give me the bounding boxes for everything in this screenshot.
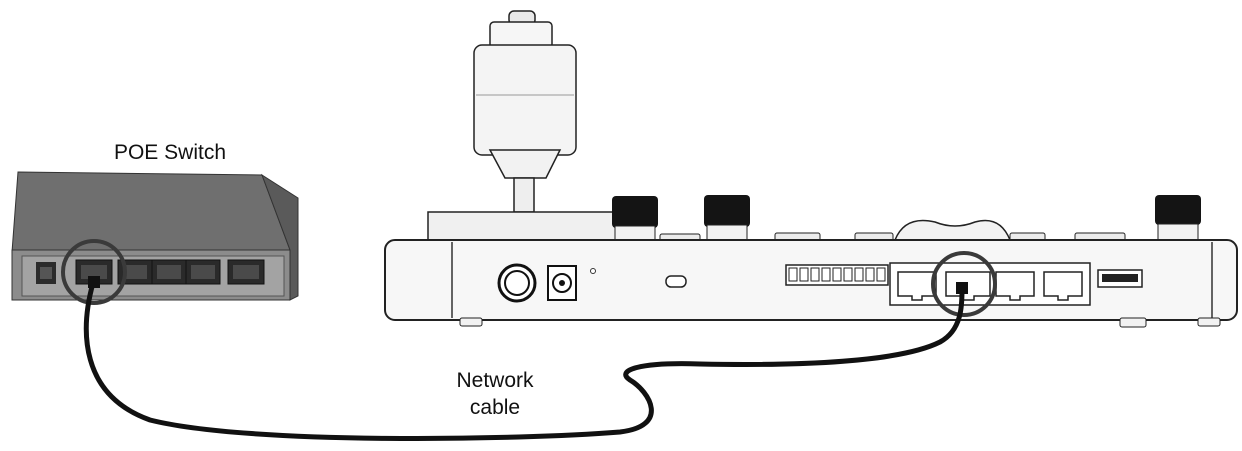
poe-switch (11, 171, 299, 305)
knob-1 (612, 196, 658, 228)
switch-port-highlight (61, 239, 127, 305)
switch-port-3 (151, 259, 187, 285)
switch-port-uplink (227, 259, 265, 285)
controller-port-3 (995, 271, 1035, 301)
switch-ports (75, 259, 265, 285)
network-cable (83, 280, 965, 442)
network-cable-label-line1: Network (456, 369, 534, 392)
controller-port-4 (1043, 271, 1083, 301)
controller-port-highlight (931, 251, 997, 317)
network-cable-label-line2: cable (469, 396, 521, 419)
network-cable-label: Network cable (425, 367, 565, 421)
joystick (473, 10, 577, 213)
switch-port-4 (185, 259, 221, 285)
controller-port-1 (897, 271, 937, 301)
ptz-controller (384, 10, 1238, 328)
knob-2 (704, 195, 750, 227)
poe-switch-label: POE Switch (113, 141, 227, 164)
knob-3 (1155, 195, 1201, 225)
switch-top-face (11, 171, 291, 253)
